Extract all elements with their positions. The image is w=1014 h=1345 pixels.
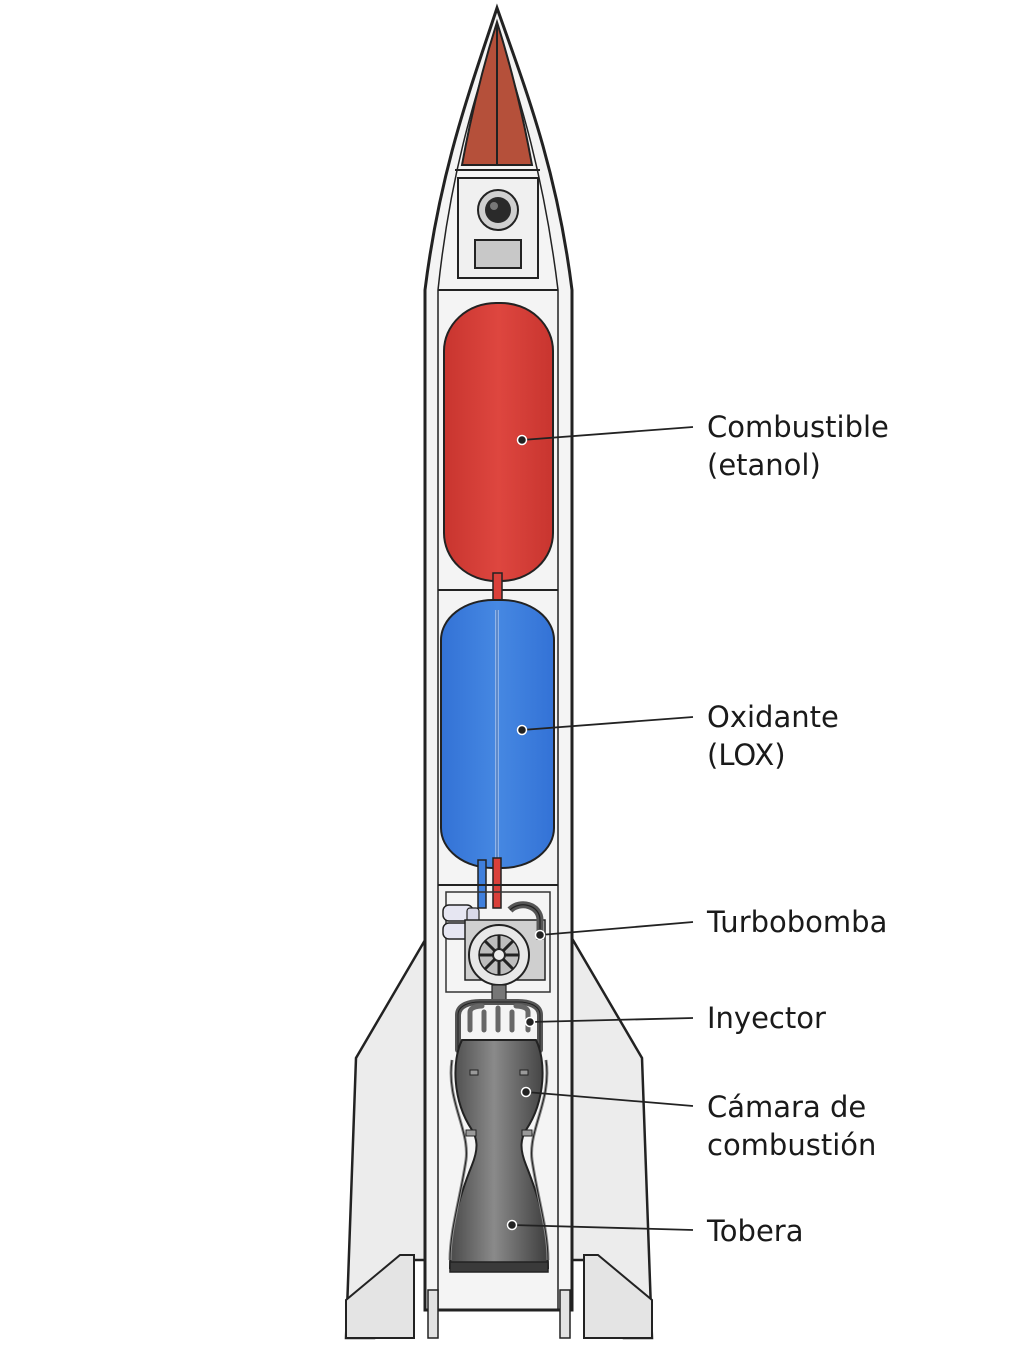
leader-lines [511, 426, 694, 1231]
label-nozzle-line1: Tobera [707, 1214, 804, 1248]
label-injector: Inyector [707, 999, 826, 1037]
fuel-tank [443, 302, 554, 582]
fuel-feed-pipe [492, 857, 502, 909]
label-chamber-line1: Cámara de [707, 1090, 867, 1124]
label-fuel: Combustible (etanol) [707, 408, 889, 484]
injector-piping [455, 999, 543, 1053]
label-nozzle: Tobera [707, 1212, 803, 1250]
label-oxidizer-line2: (LOX) [707, 738, 786, 772]
nozzle-exit [449, 1261, 549, 1273]
injector-leader [529, 1017, 694, 1023]
guidance-bay [438, 177, 558, 291]
nose-cone [455, 18, 540, 171]
label-turbopump: Turbobomba [707, 903, 887, 941]
right-fin-lower [583, 1254, 653, 1339]
chamber-leader [525, 1091, 694, 1107]
left-fin-lower [345, 1254, 415, 1339]
label-oxidizer: Oxidante (LOX) [707, 698, 839, 774]
fins [344, 930, 654, 1340]
label-fuel-line1: Combustible [707, 410, 889, 444]
label-chamber: Cámara de combustión [707, 1088, 876, 1164]
label-chamber-line2: combustión [707, 1128, 877, 1162]
guidance-box [474, 239, 522, 269]
leader-dots [506, 434, 546, 1231]
label-fuel-line2: (etanol) [707, 448, 821, 482]
label-turbopump-line1: Turbobomba [707, 905, 888, 939]
nozzle-leader [511, 1224, 694, 1231]
oxidizer-leader [521, 716, 694, 731]
label-oxidizer-line1: Oxidante [707, 700, 839, 734]
tail-posts [427, 1289, 571, 1339]
label-injector-line1: Inyector [707, 1001, 826, 1035]
turbopump-leader [539, 921, 694, 936]
turbopump-assembly [464, 901, 546, 1004]
fuel-leader [521, 426, 694, 441]
